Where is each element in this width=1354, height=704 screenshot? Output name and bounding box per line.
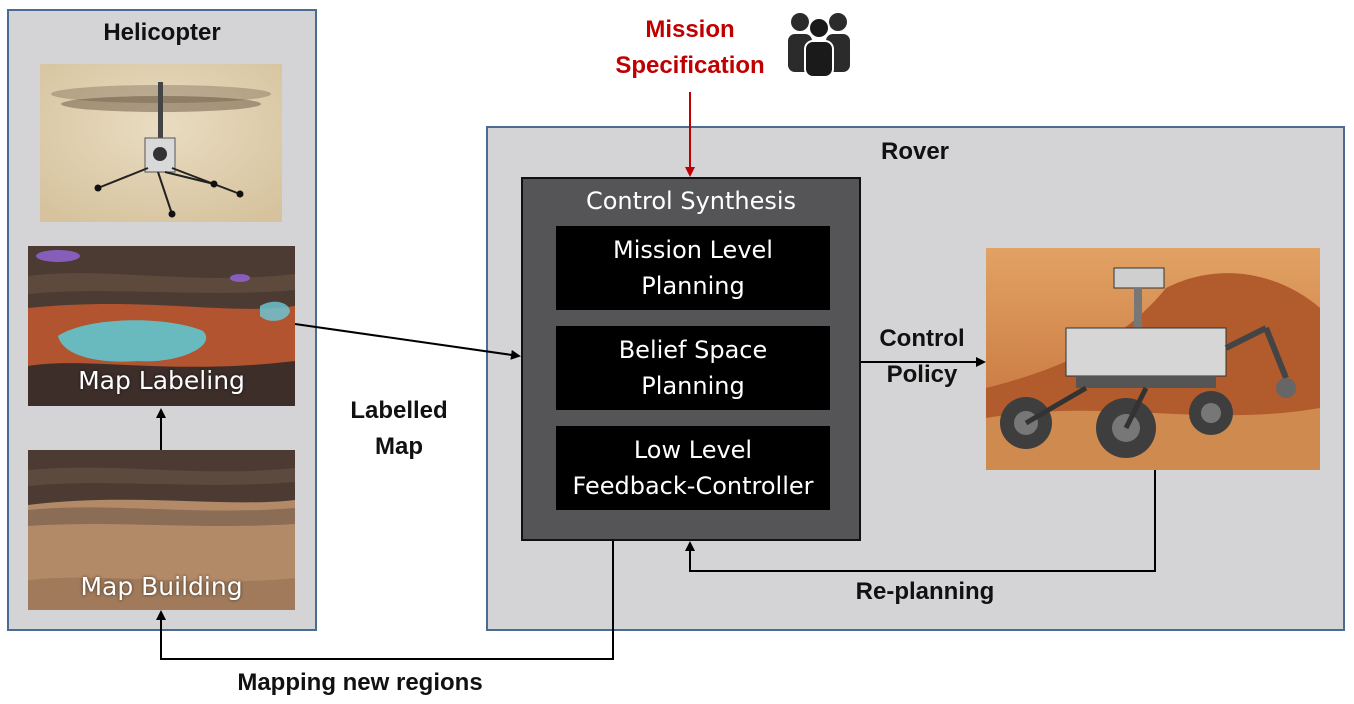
people-group-icon: [782, 10, 856, 78]
control-policy-line1: Control: [879, 325, 965, 352]
rover-image: [986, 248, 1320, 470]
map-building-caption: Map Building: [80, 572, 243, 601]
plan-box-line2: Feedback-Controller: [572, 472, 814, 500]
control-synthesis-title: Control Synthesis: [585, 187, 797, 215]
map-building-image: Map Building: [28, 450, 295, 610]
mission-specification-label: Mission Specification: [600, 12, 780, 84]
re-planning-label: Re-planning: [855, 578, 995, 605]
helicopter-image: [40, 64, 282, 222]
map-labeling-caption: Map Labeling: [78, 366, 245, 395]
mapping-new-regions-label: Mapping new regions: [237, 669, 483, 696]
rover-title: Rover: [880, 138, 950, 165]
plan-box-line1: Low Level: [633, 436, 753, 464]
labelled-map-line2: Map: [375, 433, 423, 460]
labelled-map-label: Labelled Map: [330, 393, 468, 465]
mission-label-line2: Specification: [615, 52, 765, 79]
helicopter-title: Helicopter: [103, 19, 221, 46]
control-policy-line2: Policy: [886, 361, 958, 388]
plan-box-line1: Mission Level: [613, 236, 773, 264]
control-policy-label: Control Policy: [862, 321, 982, 393]
plan-box-line2: Planning: [641, 372, 745, 400]
map-labeling-image: Map Labeling: [28, 246, 295, 406]
mission-label-line1: Mission: [645, 16, 735, 43]
plan-box-line1: Belief Space: [618, 336, 768, 364]
labelled-map-line1: Labelled: [350, 397, 448, 424]
plan-box-line2: Planning: [641, 272, 745, 300]
